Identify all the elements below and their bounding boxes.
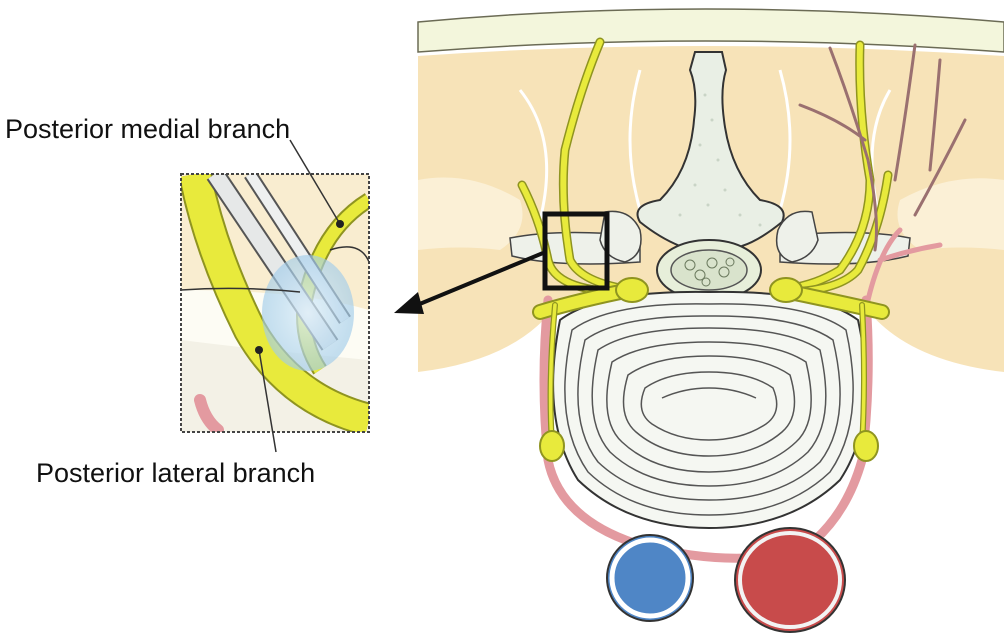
- cauda-equina: [684, 257, 735, 287]
- annulus-rings: [564, 303, 854, 516]
- aorta: [734, 527, 846, 633]
- septum-line: [778, 69, 792, 211]
- dorsal-root-ganglion-left: [615, 277, 649, 303]
- aorta-rim: [738, 531, 842, 629]
- zoom-box-icon: [542, 211, 610, 291]
- fascia-left: [418, 177, 523, 250]
- leader-line-medial: [289, 139, 341, 225]
- leader-dot-medial: [336, 220, 344, 228]
- septum-line: [518, 89, 549, 221]
- sympathetic-ganglion-left: [539, 430, 565, 462]
- intervertebral-disc: [552, 290, 867, 530]
- leader-dot-lateral: [255, 346, 263, 354]
- arrow-left-icon: [394, 251, 544, 314]
- sympathetic-ganglion-right: [853, 430, 879, 462]
- skin-layer: [417, 8, 1004, 53]
- inferior-vena-cava: [606, 534, 694, 622]
- leader-line-lateral: [258, 349, 277, 453]
- cross-section: [417, 8, 1004, 633]
- inset-magnified-view: [180, 139, 370, 453]
- label-posterior-medial-branch: Posterior medial branch: [5, 114, 291, 144]
- facet-right: [775, 210, 819, 263]
- dorsal-vessel-branches: [798, 43, 967, 252]
- dorsal-root-ganglion-right: [769, 277, 803, 303]
- bone-texture: [678, 93, 762, 227]
- segmental-artery-left: [539, 295, 753, 563]
- label-posterior-lateral-branch: Posterior lateral branch: [36, 458, 316, 488]
- vessel-branch-right: [865, 227, 943, 303]
- septum-line: [628, 69, 642, 211]
- inferior-vena-cava-rim: [609, 537, 691, 619]
